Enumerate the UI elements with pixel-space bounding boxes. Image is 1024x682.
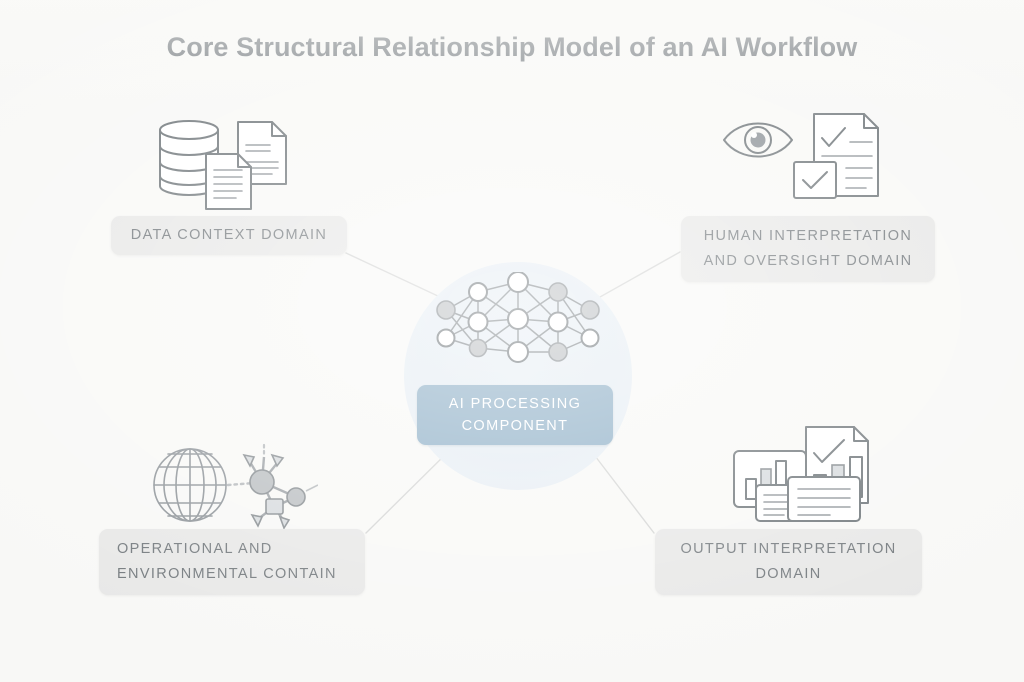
chip-label-line1: OPERATIONAL AND [117,541,273,557]
connector-hub-to-operational [365,447,453,534]
charts-report-icon [728,423,906,523]
hub-label-line2: COMPONENT [461,418,569,434]
ai-processing-component-node[interactable]: AI PROCESSING COMPONENT [417,385,613,445]
chip-label-line2: AND OVERSIGHT DOMAIN [703,253,913,269]
domain-node-operational-environmental[interactable]: OPERATIONAL AND ENVIRONMENTAL CONTAIN [99,529,365,595]
chip-label-line1: OUTPUT INTERPRETATION [680,541,897,557]
eye-checklist-icon [718,108,894,204]
database-documents-icon [150,112,312,212]
page-title: Core Structural Relationship Model of an… [166,32,858,62]
connector-hub-to-output [591,451,655,534]
connector-hub-to-human [599,251,681,298]
neural-network-icon [436,272,600,363]
hub-label-line1: AI PROCESSING [448,396,582,412]
chip-label-line1: DATA CONTEXT DOMAIN [130,227,328,243]
chip-label-line2: ENVIRONMENTAL CONTAIN [117,566,337,582]
chip-label-line1: HUMAN INTERPRETATION [703,228,913,244]
globe-molecule-icon [146,437,319,530]
domain-node-human-interpretation[interactable]: HUMAN INTERPRETATION AND OVERSIGHT DOMAI… [681,216,935,282]
domain-node-output-interpretation[interactable]: OUTPUT INTERPRETATION DOMAIN [655,529,922,595]
connector-hub-to-data-context [345,252,441,298]
domain-node-data-context[interactable]: DATA CONTEXT DOMAIN [111,216,347,255]
chip-label-line2: DOMAIN [755,566,822,582]
